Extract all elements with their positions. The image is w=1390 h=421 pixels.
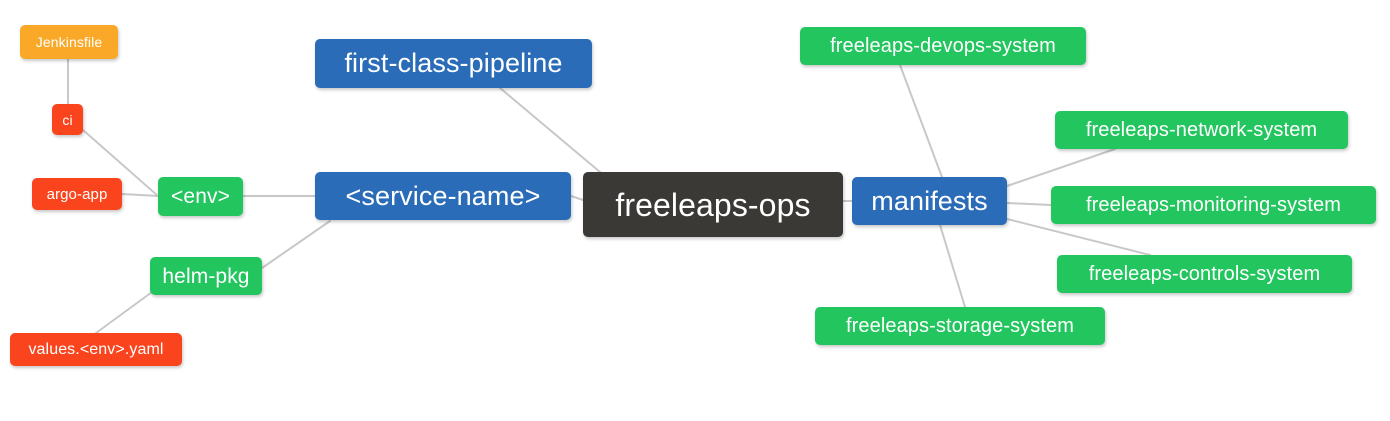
node-values-yaml[interactable]: values.<env>.yaml — [10, 333, 182, 366]
node-label-env: <env> — [171, 185, 230, 208]
edge-manifests-to-freeleaps-devops-system — [899, 64, 943, 178]
node-jenkinsfile[interactable]: Jenkinsfile — [20, 25, 118, 59]
edge-first-class-pipeline-to-freeleaps-ops — [499, 87, 601, 173]
node-label-freeleaps-network-system: freeleaps-network-system — [1085, 119, 1318, 141]
node-argo-app[interactable]: argo-app — [32, 178, 122, 210]
node-label-values-yaml: values.<env>.yaml — [28, 340, 164, 358]
edge-manifests-to-freeleaps-monitoring-system — [1006, 202, 1052, 206]
edge-service-name-to-freeleaps-ops — [570, 195, 584, 201]
node-freeleaps-storage-system[interactable]: freeleaps-storage-system — [815, 307, 1105, 345]
edge-helm-pkg-to-values-yaml — [95, 291, 153, 334]
edge-manifests-to-freeleaps-storage-system — [939, 224, 966, 308]
node-manifests[interactable]: manifests — [852, 177, 1007, 225]
node-freeleaps-network-system[interactable]: freeleaps-network-system — [1055, 111, 1348, 149]
node-label-freeleaps-ops: freeleaps-ops — [615, 186, 811, 223]
node-service-name[interactable]: <service-name> — [315, 172, 571, 220]
node-label-helm-pkg: helm-pkg — [162, 264, 250, 288]
edge-service-name-to-helm-pkg — [261, 220, 331, 269]
node-ci[interactable]: ci — [52, 104, 83, 135]
edge-manifests-to-freeleaps-network-system — [1006, 148, 1116, 187]
node-freeleaps-monitoring-system[interactable]: freeleaps-monitoring-system — [1051, 186, 1376, 224]
node-first-class-pipeline[interactable]: first-class-pipeline — [315, 39, 592, 88]
node-label-first-class-pipeline: first-class-pipeline — [344, 48, 563, 78]
node-helm-pkg[interactable]: helm-pkg — [150, 257, 262, 295]
node-label-argo-app: argo-app — [46, 185, 108, 203]
node-label-freeleaps-storage-system: freeleaps-storage-system — [845, 315, 1075, 337]
node-freeleaps-ops[interactable]: freeleaps-ops — [583, 172, 843, 237]
node-freeleaps-devops-system[interactable]: freeleaps-devops-system — [800, 27, 1086, 65]
edge-argo-app-to-env — [121, 193, 159, 197]
node-label-manifests: manifests — [871, 185, 988, 216]
node-label-freeleaps-controls-system: freeleaps-controls-system — [1088, 263, 1321, 285]
edge-manifests-to-freeleaps-controls-system — [1006, 218, 1151, 256]
node-label-ci: ci — [62, 111, 73, 128]
node-label-freeleaps-monitoring-system: freeleaps-monitoring-system — [1085, 194, 1341, 216]
node-label-jenkinsfile: Jenkinsfile — [35, 34, 103, 50]
node-label-service-name: <service-name> — [345, 180, 541, 211]
node-env[interactable]: <env> — [158, 177, 243, 216]
node-label-freeleaps-devops-system: freeleaps-devops-system — [830, 35, 1056, 57]
node-freeleaps-controls-system[interactable]: freeleaps-controls-system — [1057, 255, 1352, 293]
